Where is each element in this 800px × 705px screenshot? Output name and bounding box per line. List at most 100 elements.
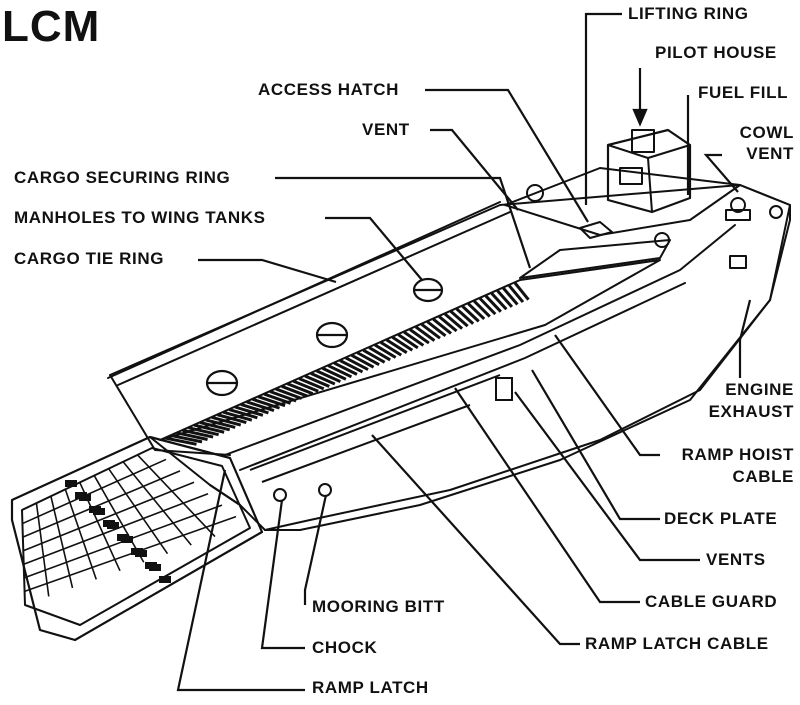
deck-slat: [321, 366, 347, 381]
pilot-house-window: [619, 167, 643, 185]
deck-slat: [310, 372, 336, 386]
port-gunwale-inner: [117, 211, 511, 386]
ramp-tread: [79, 494, 91, 501]
deck-slat: [164, 436, 197, 446]
deck-slat: [508, 284, 525, 304]
deck-slat: [391, 335, 414, 352]
leader-ramp-hoist-cable: [554, 334, 660, 457]
deck-slat: [339, 359, 364, 374]
deck-slat: [176, 431, 208, 441]
deck-slat: [199, 421, 231, 432]
deck-slat: [484, 294, 502, 313]
ramp-grid-line: [22, 481, 195, 552]
label-ramp-latch: RAMP LATCH: [312, 678, 429, 697]
deck-slat: [211, 415, 242, 427]
ramp-grid-line: [24, 515, 237, 593]
leader-ramp-latch: [176, 469, 305, 692]
label-cargo-securing-ring: CARGO SECURING RING: [14, 168, 231, 187]
ramp-grid: [22, 454, 237, 597]
bow-ramp: [10, 435, 264, 642]
deck-slat: [467, 302, 486, 321]
label-engine: ENGINE: [725, 380, 794, 399]
leader-vents: [514, 391, 700, 562]
leader-cargo-tie-ring: [198, 258, 337, 284]
leader-engine-exhaust: [738, 299, 752, 378]
deck-slat: [496, 289, 514, 308]
deck-slat: [409, 328, 430, 345]
pilot-house: [606, 128, 692, 214]
deck-slat: [187, 426, 219, 437]
leader-lifting-ring: [584, 12, 622, 205]
hull-outline: [109, 184, 791, 531]
leader-cargo-securing-ring: [275, 176, 532, 269]
ramp-grid-line: [22, 458, 167, 525]
ramp-grid-line: [35, 503, 50, 597]
deck-slat: [478, 297, 497, 316]
manhole-3: [205, 369, 239, 397]
deck-slat: [374, 343, 397, 359]
deck-slat: [438, 315, 458, 333]
leader-cowl-vent: [703, 153, 739, 193]
deck-slat: [182, 428, 214, 439]
deck-slat: [333, 361, 358, 376]
label-ramp-hoist-cable: CABLE: [732, 467, 794, 486]
pilot-house-opening: [631, 129, 655, 153]
deck-slat: [316, 369, 341, 383]
diagram-title: LCM: [2, 2, 101, 51]
label-cowl: COWL: [739, 123, 794, 142]
pilot-fitting: [654, 232, 670, 248]
manhole-2: [315, 321, 349, 349]
access-hatch-ring: [526, 184, 544, 202]
deck-slat: [490, 292, 508, 311]
leader-cable-guard: [454, 387, 640, 604]
deck-slat: [170, 433, 203, 444]
label-cable-guard: CABLE GUARD: [645, 592, 778, 611]
ramp-grid-line: [22, 470, 181, 538]
deck-slat: [513, 282, 530, 301]
ramp-latch-cable-shape: [261, 404, 471, 483]
cowl-vent-shape: [730, 197, 746, 213]
label-fuel-fill: FUEL FILL: [698, 83, 789, 102]
ramp-tread: [121, 536, 133, 543]
deck-slat: [205, 418, 236, 429]
manhole-1: [412, 277, 444, 303]
deck-slat: [281, 384, 308, 398]
deck-slat: [193, 423, 225, 434]
access-hatch-shape: [579, 221, 613, 239]
leader-ramp-latch-cable: [371, 434, 580, 646]
deck-slat: [263, 392, 292, 405]
ramp-tread: [93, 508, 105, 515]
mooring-bitt-shape: [318, 483, 332, 497]
deck-slat: [473, 300, 491, 318]
hull-side-bottom: [264, 299, 771, 531]
ramp-tread: [135, 550, 147, 557]
deck-slat: [298, 377, 325, 391]
deck-slat: [345, 356, 369, 371]
deck-slat: [461, 305, 480, 323]
deck-slat: [380, 341, 403, 357]
ramp-grid-line: [64, 489, 98, 580]
ramp-hinge: [149, 436, 241, 506]
ramp-grid-line: [93, 475, 145, 563]
bow-side: [109, 374, 231, 456]
deck-slat: [368, 346, 391, 362]
arrow-pilot-house: [632, 108, 648, 127]
deck-slat: [246, 400, 275, 412]
deck-slat: [234, 405, 264, 417]
leader-chock: [260, 499, 305, 650]
deck-slat: [252, 397, 280, 410]
leader-manholes: [325, 216, 423, 281]
cargo-deck: [159, 259, 661, 441]
label-vent: VENT: [362, 120, 410, 139]
label-pilot-house: PILOT HOUSE: [655, 43, 777, 62]
leader-deck-plate: [531, 369, 660, 521]
label-cowl-vent: VENT: [746, 144, 794, 163]
deck-slat: [269, 390, 297, 403]
ramp-tread: [149, 564, 161, 571]
label-cargo-tie-ring: CARGO TIE RING: [14, 249, 165, 268]
deck-slat: [502, 287, 519, 306]
label-ramp-hoist: RAMP HOIST: [681, 445, 794, 464]
label-deck-plate: DECK PLATE: [664, 509, 778, 528]
engine-deck: [504, 167, 741, 236]
